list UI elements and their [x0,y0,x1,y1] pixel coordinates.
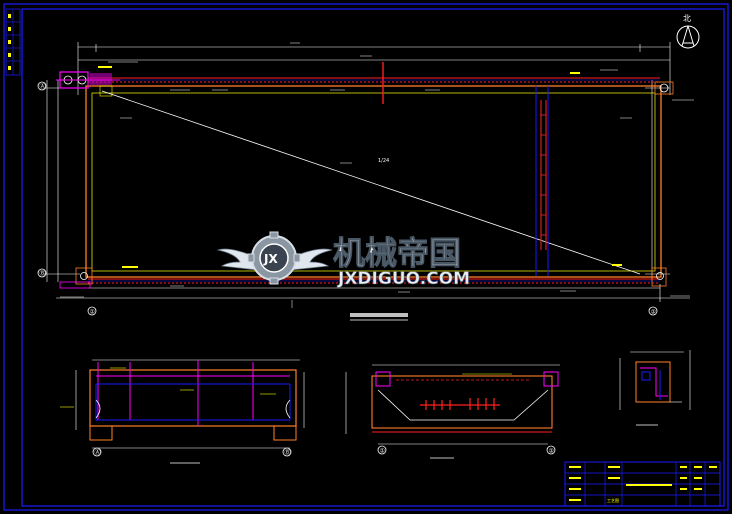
section1-axis-a: Ⓐ [95,449,101,457]
north-label: 北 [683,14,691,23]
top-pipe-band [88,77,660,83]
fittings-bottom-left [59,267,93,289]
axis-marker-2: ② [651,309,657,316]
north-arrow [676,25,700,49]
watermark-brand-cn: 机械帝国 [333,234,461,272]
section-2-view: ① ② [345,364,560,459]
drawing-number: 工艺图 [607,497,619,503]
section2-axis-2: ② [549,448,555,455]
section-1-view: Ⓐ Ⓑ [60,359,305,464]
title-block-text-marks [569,466,717,501]
section2-axis-1: ① [380,448,385,455]
slope-diagonal [101,90,641,275]
axis-marker-a: Ⓐ [40,83,46,91]
fittings-bottom-right [651,267,667,302]
drawing-border-outer [3,3,729,511]
watermark-brand-en: JXDIGUO.COM [337,269,470,289]
ladder-screen [535,86,549,276]
detail-view [619,350,691,426]
plan-yellow-marks [98,66,622,268]
plan-title [350,313,408,321]
axis-marker-b: Ⓑ [40,270,46,278]
watermark-logo: JX [216,231,333,285]
fittings-top-right [654,81,674,95]
plan-right-dimensions [645,80,670,280]
plan-annotations [60,42,694,308]
aeration-diffusers [420,398,500,410]
binding-strip-marks [8,14,11,70]
plan-view: 1/24 Ⓐ Ⓑ ① ② [37,42,694,321]
section1-axis-b: Ⓑ [285,449,291,457]
badge-letters: JX [263,252,278,266]
binding-strip-cells [6,9,20,75]
tank-outer-wall [85,85,662,278]
plan-top-dimensions [77,42,671,95]
inlet-fittings-top-left [56,71,120,97]
plan-axis-bubbles [37,81,658,316]
bottom-pipe-band [88,278,660,289]
drawing-border-inner [21,8,725,507]
title-block [564,461,721,507]
axis-marker-1: ① [90,309,95,316]
tank-inner-wall [91,92,656,272]
plan-area-label: 1/24 [378,158,389,164]
